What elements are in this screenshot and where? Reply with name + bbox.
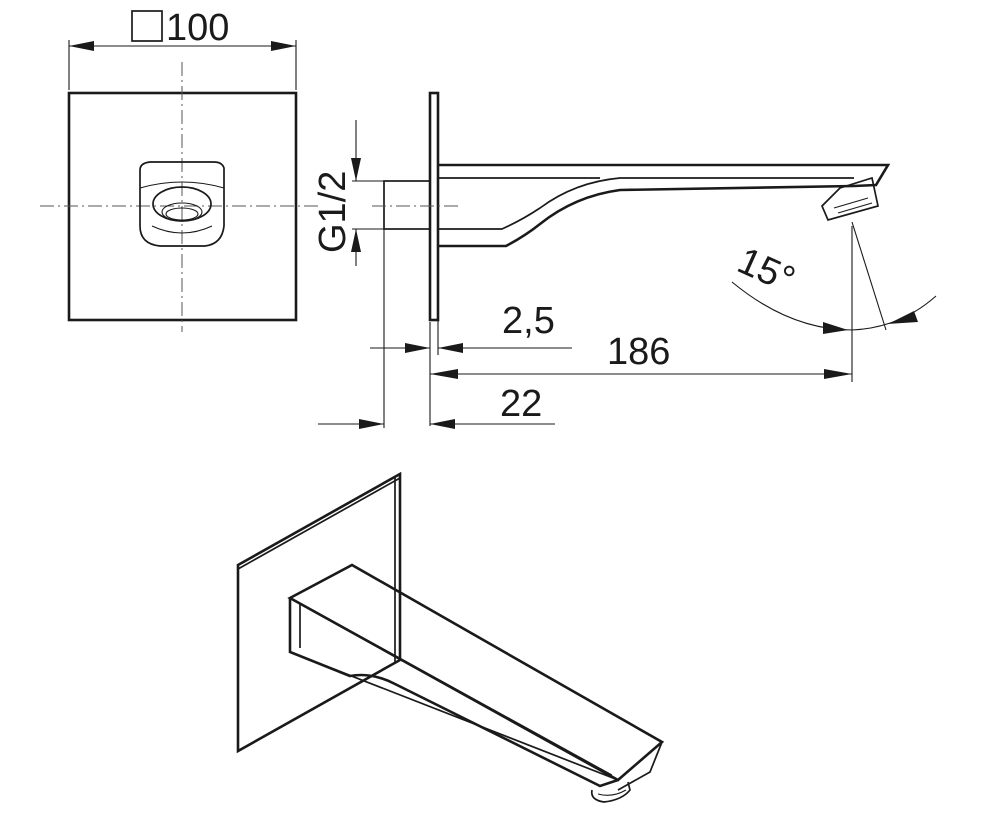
projection-dimension: 186 [429,226,853,426]
isometric-view [236,471,665,803]
thread-dimension: G1/2 [312,120,384,266]
plate-width-label: 100 [166,7,229,49]
iso-spout [287,563,665,803]
angle-dimension: 15° [731,221,937,334]
projection-label: 186 [607,331,670,373]
square-symbol [131,10,163,42]
plate-thickness-dimension: 2,5 [370,300,572,355]
plate-width-dimension: 100 [68,7,297,90]
connection-length-dimension: 22 [318,229,555,429]
threaded-connection [383,180,431,230]
angle-label: 15° [731,240,801,302]
aerator-side [820,176,879,222]
spout-outlet-front [139,161,225,247]
front-view: 100 [40,7,320,332]
iso-wall-plate [236,471,402,754]
iso-aerator [590,781,631,803]
side-view: G1/2 2,5 186 22 [312,91,937,429]
connection-length-label: 22 [500,383,542,425]
thread-label: G1/2 [312,171,354,253]
spout-body-side [438,163,891,248]
plate-thickness-label: 2,5 [502,300,555,342]
